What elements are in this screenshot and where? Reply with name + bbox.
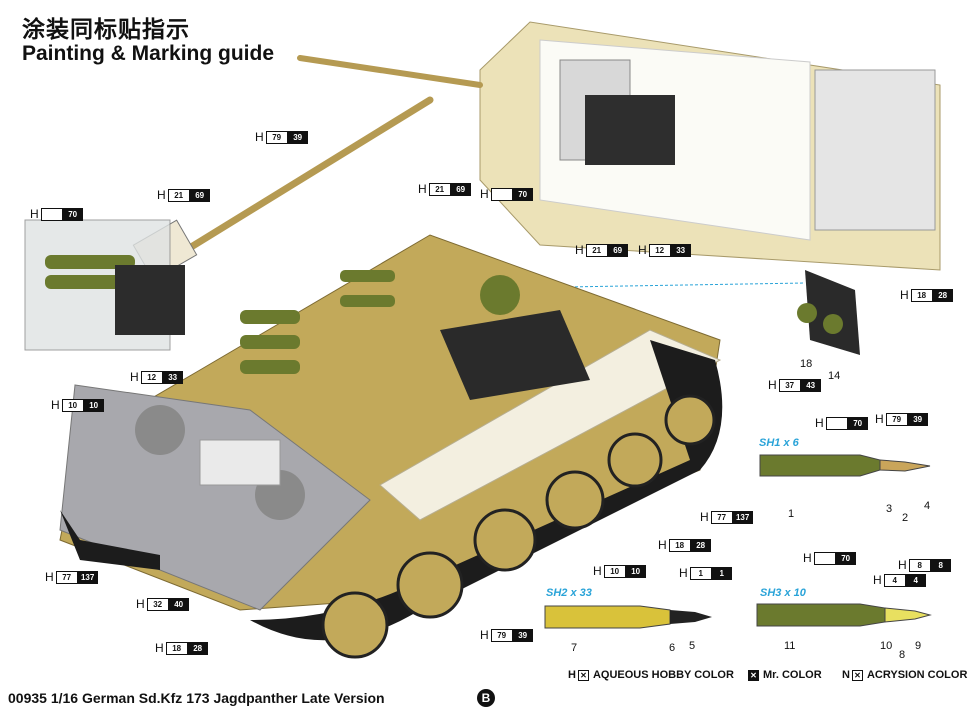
gun-assembly xyxy=(24,96,434,351)
ammo-label-sh1: SH1 x 6 xyxy=(759,437,799,449)
sh1-part-4: 4 xyxy=(924,500,931,512)
sh3-part-11: 11 xyxy=(784,640,796,652)
sh1-part-1: 1 xyxy=(788,508,795,520)
ammo-label-sh2: SH2 x 33 xyxy=(546,587,592,599)
sh2-part-7: 7 xyxy=(571,642,578,654)
sh1-part-3: 3 xyxy=(886,503,893,515)
page-badge: B xyxy=(477,689,495,707)
sh1-part-2: 2 xyxy=(902,512,909,524)
shells xyxy=(544,454,932,629)
title-chinese: 涂装同标贴指示 xyxy=(22,17,190,43)
legend-mr-color: ✕Mr. COLOR xyxy=(746,669,822,681)
legend-aqueous: H✕AQUEOUS HOBBY COLOR xyxy=(568,669,734,681)
callout-18: 18 xyxy=(800,358,813,370)
sh3-part-10: 10 xyxy=(880,640,893,652)
legend-acrysion: N✕ACRYSION COLOR xyxy=(842,669,968,681)
ammo-label-sh3: SH3 x 10 xyxy=(760,587,806,599)
legend-box-icon: ✕ xyxy=(851,669,863,681)
callout-14: 14 xyxy=(828,370,841,382)
title-english: Painting & Marking guide xyxy=(22,42,275,65)
sh3-part-8: 8 xyxy=(899,649,906,661)
legend-box-filled-icon: ✕ xyxy=(748,669,759,681)
sh3-part-9: 9 xyxy=(915,640,922,652)
superstructure-interior xyxy=(297,21,941,271)
product-footer: 00935 1/16 German Sd.Kfz 173 Jagdpanther… xyxy=(8,690,385,706)
sh2-part-5: 5 xyxy=(689,640,696,652)
sh2-part-6: 6 xyxy=(669,642,676,654)
tracks xyxy=(60,340,723,659)
legend-box-icon: ✕ xyxy=(577,669,589,681)
